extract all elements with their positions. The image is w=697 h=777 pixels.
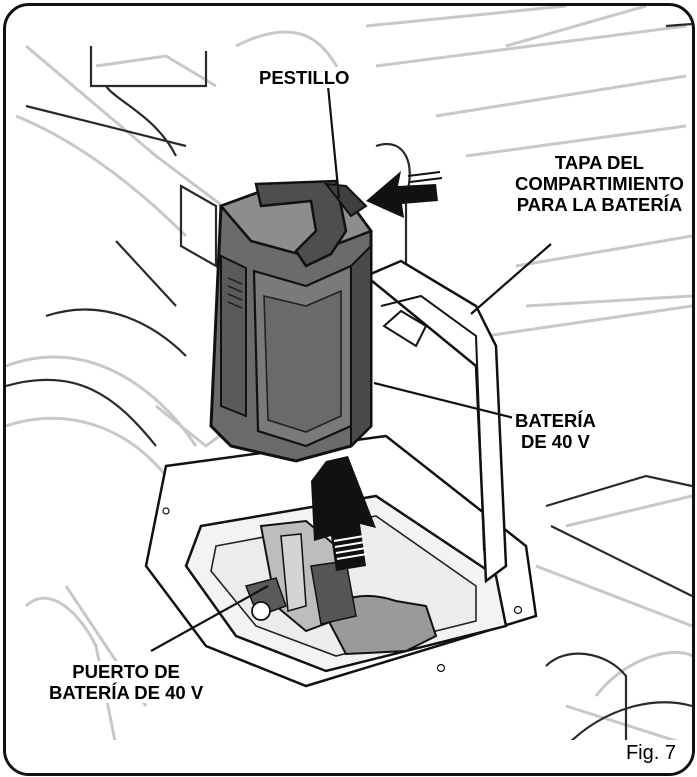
cover-label-line-2: COMPARTIMIENTO [515,173,684,194]
battery-label-line-1: BATERÍA [515,410,596,431]
illustration-frame: PESTILLO TAPA DEL COMPARTIMIENTO PARA LA… [3,3,695,776]
mower-battery-illustration [6,6,692,748]
latch-label-text: PESTILLO [259,67,350,88]
battery-cover [363,259,508,584]
caption-band [6,740,692,773]
lift-arrow [311,456,376,571]
battery-compartment-bin [144,434,538,688]
leader-lines [150,85,552,652]
figure-label: Fig. 7 [625,742,676,764]
latch-arrow [366,171,443,218]
cover-label: TAPA DEL COMPARTIMIENTO PARA LA BATERÍA [512,152,687,215]
port-label-line-2: BATERÍA DE 40 V [49,682,204,703]
battery-label-line-2: DE 40 V [520,431,590,452]
battery-label: BATERÍA DE 40 V [512,410,599,452]
mower-background [6,6,692,748]
latch-label: PESTILLO [256,67,353,88]
battery-pack [209,179,373,463]
cover-label-line-1: TAPA DEL [554,152,644,173]
port-label-line-1: PUERTO DE [72,661,180,682]
cover-label-line-3: PARA LA BATERÍA [516,194,683,215]
port-label: PUERTO DE BATERÍA DE 40 V [46,661,207,703]
mower-deck [6,22,692,747]
